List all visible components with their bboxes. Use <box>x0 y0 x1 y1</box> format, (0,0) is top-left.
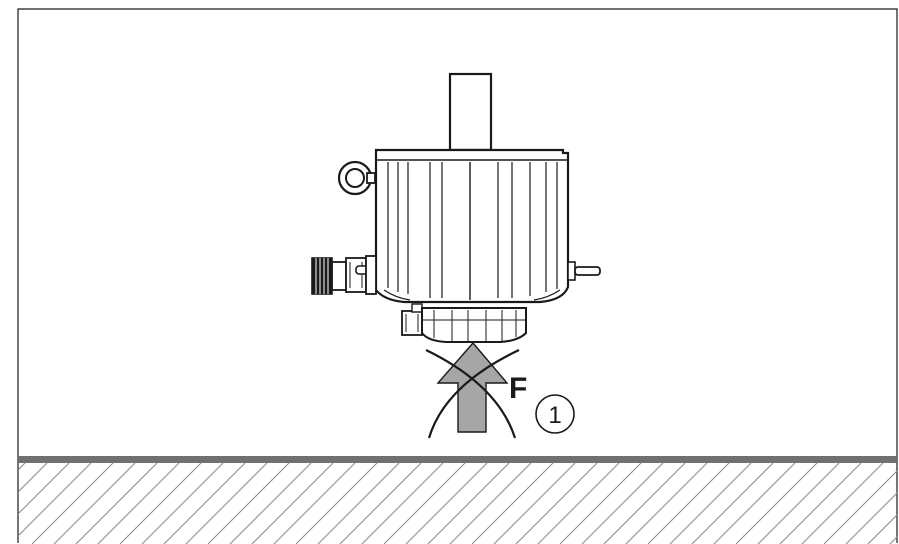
hatch-line <box>735 462 818 544</box>
hatch-line <box>18 462 26 471</box>
bottom-flange <box>401 303 527 343</box>
hatch-line <box>361 462 444 544</box>
hatch-line <box>845 491 898 544</box>
side-pin <box>567 261 601 281</box>
hatch-line <box>317 462 400 544</box>
hatch-line <box>295 462 378 544</box>
hatch-line <box>405 462 488 544</box>
hatch-line <box>185 462 268 544</box>
hatch-line <box>207 462 290 544</box>
hatch-line <box>449 462 532 544</box>
hatch-line <box>427 462 510 544</box>
hatch-line <box>691 462 774 544</box>
hatch-line <box>537 462 620 544</box>
hatch-line <box>18 462 48 493</box>
hatch-line <box>867 513 898 544</box>
hatch-line <box>53 462 136 544</box>
eye-bolt-icon <box>337 160 376 196</box>
cable-connector <box>311 255 377 295</box>
hatch-line <box>471 462 554 544</box>
hatch-line <box>141 462 224 544</box>
hatch-line <box>339 462 422 544</box>
hatch-line <box>559 462 642 544</box>
callout-number: 1 <box>548 402 561 429</box>
hatch-line <box>889 535 898 544</box>
frame-border <box>17 8 898 543</box>
hatch-line <box>273 462 356 544</box>
hatch-line <box>801 462 884 544</box>
motor-shaft <box>448 72 493 152</box>
hatch-line <box>779 462 862 544</box>
hatch-line <box>757 462 840 544</box>
hatch-line <box>515 462 598 544</box>
hatch-line <box>97 462 180 544</box>
motor-housing <box>374 148 570 304</box>
hatch-line <box>625 462 708 544</box>
force-arrow-icon <box>436 341 509 433</box>
hatch-line <box>31 462 114 544</box>
hatch-line <box>119 462 202 544</box>
force-label: F <box>509 372 527 405</box>
hatch-line <box>647 462 730 544</box>
callout-badge: 1 <box>535 394 575 434</box>
hatch-line <box>75 462 158 544</box>
hatch-line <box>669 462 752 544</box>
hatch-line <box>493 462 576 544</box>
hatch-line <box>823 469 898 544</box>
hatch-line <box>163 462 246 544</box>
hatch-line <box>18 462 70 515</box>
cross-icon <box>425 349 520 439</box>
floor-hatching <box>0 462 898 544</box>
hatch-line <box>603 462 686 544</box>
hatch-line <box>0 463 3 544</box>
floor-surface <box>18 456 898 463</box>
hatch-line <box>581 462 664 544</box>
hatch-line <box>251 462 334 544</box>
hatch-line <box>713 462 796 544</box>
hatch-line <box>18 462 92 537</box>
hatch-line <box>383 462 466 544</box>
hatch-line <box>229 462 312 544</box>
